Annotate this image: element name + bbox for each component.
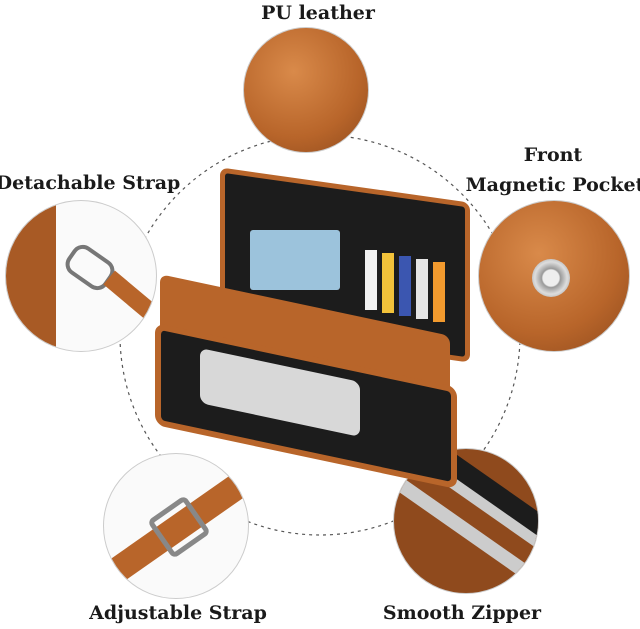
label-pu-leather: PU leather	[261, 2, 375, 24]
adjustable-strap-detail-image	[103, 453, 249, 599]
magnet-snap-icon	[532, 259, 570, 297]
magnetic-pocket-detail-image	[478, 200, 630, 352]
label-front: Front	[523, 144, 583, 166]
label-smooth-zipper: Smooth Zipper	[382, 602, 542, 624]
wallet-main-image	[150, 167, 470, 490]
label-adjustable-strap: Adjustable Strap	[89, 602, 267, 624]
label-magnetic-pocket: Magnetic Pocket	[465, 174, 640, 196]
pu-leather-detail-image	[243, 27, 369, 153]
detachable-strap-detail-image	[5, 200, 157, 352]
label-detachable-strap: Detachable Strap	[0, 172, 181, 194]
